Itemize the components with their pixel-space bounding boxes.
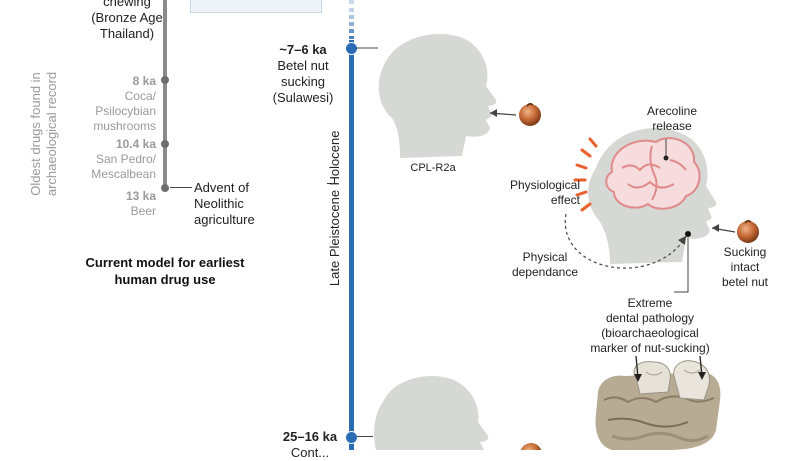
physical-dependance-label: Physical dependance <box>500 250 590 280</box>
drug-item-13ka: 13 ka Beer <box>60 189 156 219</box>
event-age: ~7–6 ka <box>279 42 327 57</box>
neolithic-line: Advent of <box>194 180 249 195</box>
head-profile-3 <box>374 376 489 450</box>
period-divider <box>327 183 337 184</box>
drug-item-line: mushrooms <box>93 119 156 133</box>
betel-nut-icon <box>519 104 541 126</box>
drug-item-line: Mescalbean <box>91 167 156 181</box>
event-age: 25–16 ka <box>282 429 338 444</box>
arecoline-label: Arecoline release <box>632 104 712 134</box>
timeline-line <box>349 40 354 450</box>
physio-line: effect <box>550 193 580 207</box>
sucking-line: betel nut <box>721 275 769 289</box>
drug-item-line: Psilocybian <box>95 104 156 118</box>
top-image-fragment <box>190 0 322 13</box>
model-caption-line: Current model for earliest <box>85 255 245 270</box>
top-item-text: chewing (Bronze Age Thailand) <box>72 0 182 42</box>
sucking-line: intact <box>730 260 760 274</box>
left-timeline-line <box>163 0 167 188</box>
dental-pathology-label: Extreme dental pathology (bioarchaeologi… <box>565 296 735 356</box>
fossil-jaw-image <box>595 360 721 450</box>
betel-nut-icon <box>520 443 542 450</box>
diagram-graphics <box>356 34 759 450</box>
timeline-fade-segment <box>349 15 354 19</box>
brain-icon <box>605 137 701 210</box>
timeline-dot <box>161 140 169 148</box>
timeline-fade-segment <box>349 0 354 4</box>
drug-item-line: San Pedro/ <box>95 152 156 166</box>
event-line: (Sulawesi) <box>272 90 334 105</box>
drug-item-line: Beer <box>130 204 156 218</box>
dependance-line: dependance <box>511 265 579 279</box>
neolithic-line: Neolithic <box>194 196 244 211</box>
dependance-line: Physical <box>522 250 568 264</box>
event-line: sucking <box>280 74 326 89</box>
event-connector <box>357 436 373 437</box>
model-caption-line: human drug use <box>114 272 216 287</box>
model-caption: Current model for earliest human drug us… <box>40 254 290 288</box>
physio-line: Physiological <box>509 178 580 192</box>
betel-nut-icon <box>737 221 759 243</box>
event-betel-nut: ~7–6 ka Betel nut sucking (Sulawesi) <box>262 42 344 106</box>
drug-item-8ka: 8 ka Coca/ Psilocybian mushrooms <box>60 74 156 134</box>
timeline-dot <box>161 184 169 192</box>
drug-item-10-4ka: 10.4 ka San Pedro/ Mescalbean <box>60 137 156 182</box>
timeline-fade-segment <box>349 29 354 33</box>
timeline-event-dot <box>345 431 358 444</box>
arrowhead-icon <box>490 109 497 117</box>
pathology-line: dental pathology <box>605 311 695 325</box>
pathology-line: (bioarchaeological <box>601 326 699 340</box>
top-item-line: chewing <box>103 0 151 9</box>
sucking-line: Sucking <box>723 245 767 259</box>
drug-item-age: 10.4 ka <box>115 137 156 151</box>
physiological-effect-label: Physiological effect <box>485 178 580 208</box>
arecoline-line: Arecoline <box>646 104 698 118</box>
arrowhead-icon <box>712 224 719 232</box>
top-item-line: (Bronze Age <box>91 10 163 25</box>
timeline-dot <box>161 76 169 84</box>
neolithic-label: Advent of Neolithic agriculture <box>194 180 304 228</box>
timeline-fade-segment <box>349 36 354 39</box>
timeline-fade-segment <box>349 22 354 26</box>
top-item-line: Thailand) <box>99 26 155 41</box>
event-line: Betel nut <box>277 58 329 73</box>
neolithic-line: agriculture <box>194 212 255 227</box>
timeline-fade-segment <box>349 8 354 12</box>
pathology-line: marker of nut-sucking) <box>590 341 710 355</box>
drug-item-age: 13 ka <box>125 189 156 203</box>
drug-item-age: 8 ka <box>132 74 156 88</box>
head-profile-1 <box>378 34 497 158</box>
neolithic-connector <box>170 187 192 188</box>
effect-burst-icon <box>573 137 598 212</box>
pathology-line: Extreme <box>627 296 673 310</box>
drug-item-line: Coca/ <box>124 89 156 103</box>
dependance-arc <box>564 213 687 269</box>
arecoline-line: release <box>652 119 692 133</box>
specimen-label: CPL-R2a <box>410 162 456 174</box>
pathology-callout-line <box>674 238 689 293</box>
sucking-nut-label: Sucking intact betel nut <box>705 245 785 290</box>
